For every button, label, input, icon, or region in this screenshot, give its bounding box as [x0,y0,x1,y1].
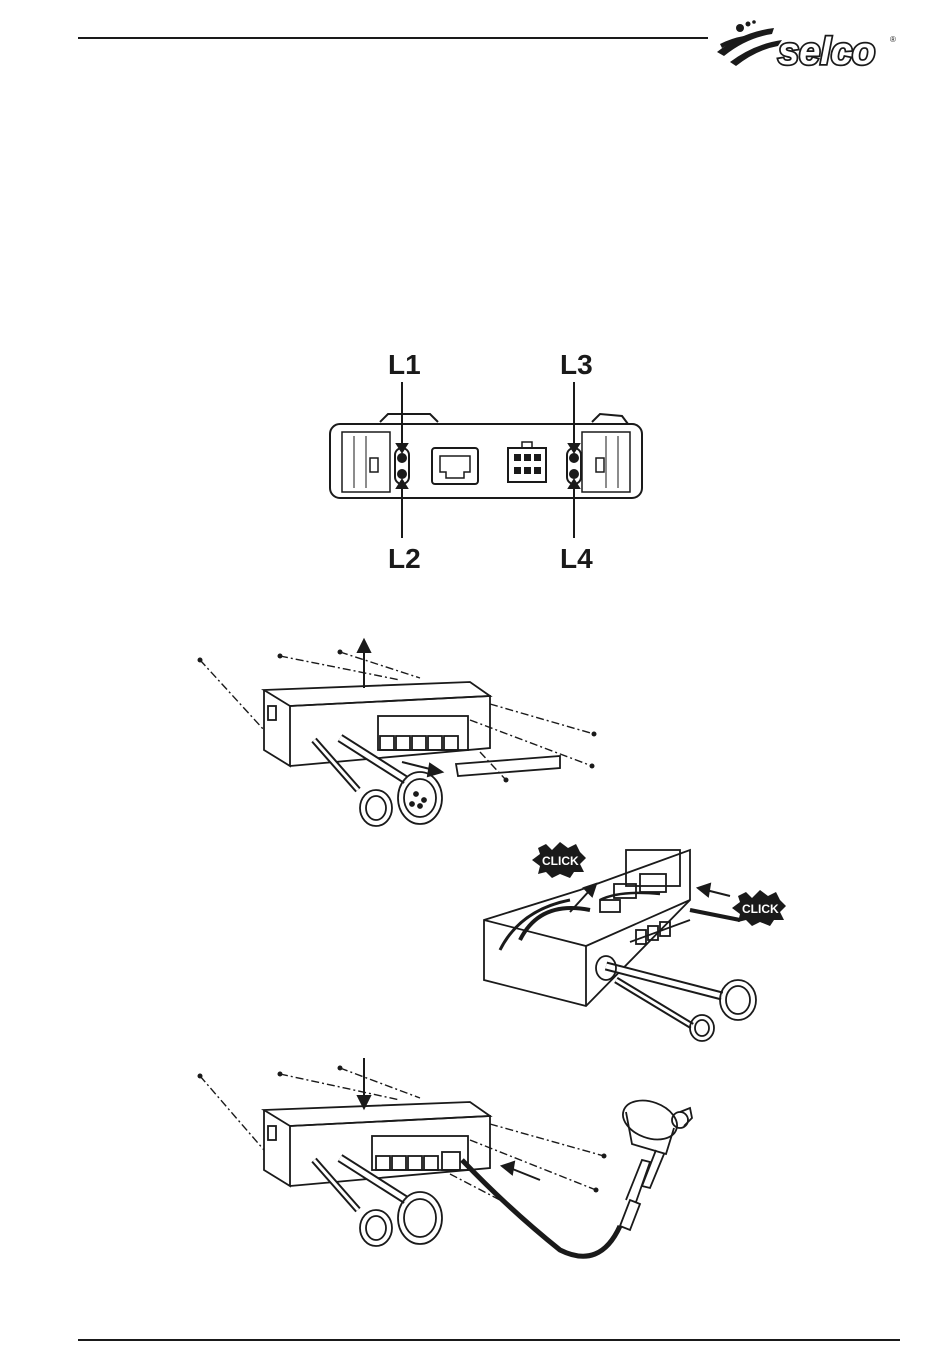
ethernet-port-icon [432,448,478,484]
up-arrow-icon [358,640,370,688]
side-plate [456,756,560,776]
label-l1: L1 [388,349,421,380]
brand-logo: selco ® [712,14,902,74]
footer-rule [78,1339,900,1341]
selco-swoosh-icon [717,20,782,66]
remote-control-icon [618,1094,692,1230]
led-panel-diagram: L1 L2 L3 L4 [320,340,660,580]
svg-text:CLICK: CLICK [742,902,779,916]
logo-text: selco [778,31,875,73]
connector-slot [380,736,394,750]
svg-text:CLICK: CLICK [542,854,579,868]
panel-housing [330,424,642,498]
label-l4: L4 [560,543,593,574]
power-connector-icon [508,442,546,482]
down-arrow-icon [358,1058,370,1108]
header-rule [78,37,708,39]
label-l3: L3 [560,349,593,380]
registered-mark: ® [890,35,896,44]
remote-connection-diagram [180,1050,720,1280]
connector-plug-icon [314,738,442,826]
label-l2: L2 [388,543,421,574]
led-pair-icon [395,448,581,484]
internal-connection-diagram: CLICK CLICK [460,830,800,1050]
click-badge-right: CLICK [732,890,786,926]
click-badge-left: CLICK [532,842,586,878]
cover-removal-diagram [180,630,620,840]
